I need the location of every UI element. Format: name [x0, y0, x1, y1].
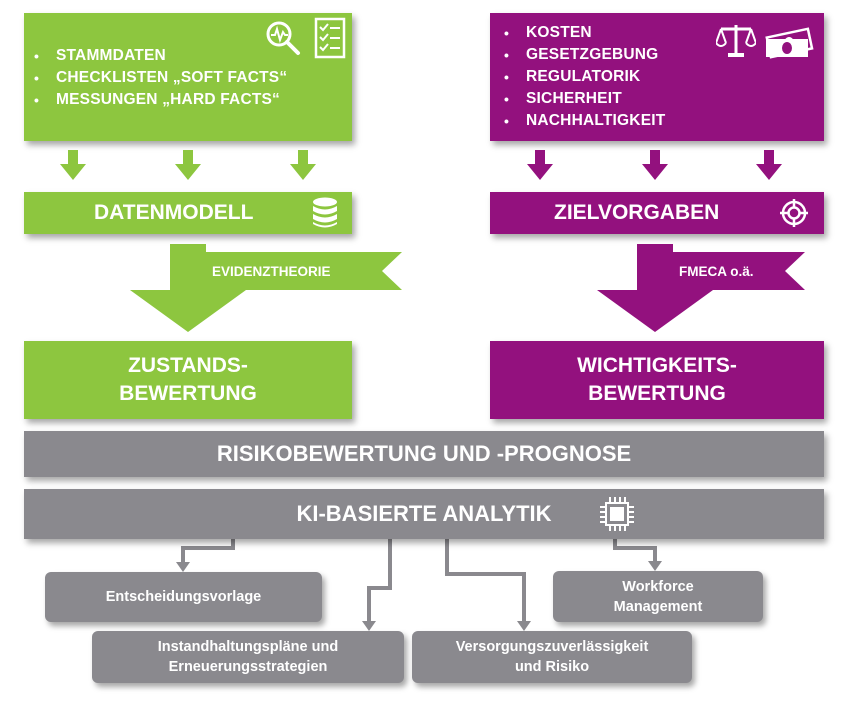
fmeca-big-arrow	[597, 244, 713, 332]
fmeca-tag-shape	[673, 252, 805, 290]
zielvorgaben-label: ZIELVORGABEN	[554, 201, 720, 224]
workforce-line2: Management	[613, 598, 703, 615]
workforce-box: Workforce Management	[553, 571, 763, 622]
list-item: CHECKLISTEN „SOFT FACTS“	[32, 67, 287, 89]
target-icon	[780, 199, 808, 227]
output-arrowheads	[176, 561, 662, 631]
datenmodell-label: DATENMODELL	[94, 201, 254, 224]
list-item: NACHHALTIGKEIT	[502, 110, 665, 132]
list-item: MESSUNGEN „HARD FACTS“	[32, 89, 287, 111]
fmeca-text: FMECA o.ä.	[679, 263, 754, 279]
output-connectors	[181, 538, 657, 622]
inputs-left-box: STAMMDATEN CHECKLISTEN „SOFT FACTS“ MESS…	[24, 13, 352, 141]
inputs-right-list: KOSTEN GESETZGEBUNG REGULATORIK SICHERHE…	[502, 22, 665, 132]
instandhaltung-box: Instandhaltungspläne und Erneuerungsstra…	[92, 631, 404, 683]
list-item: REGULATORIK	[502, 66, 665, 88]
entscheidungsvorlage-box: Entscheidungsvorlage	[45, 572, 322, 622]
versorgung-line1: Versorgungszuverlässigkeit	[455, 639, 649, 655]
fmeca-label: FMECA o.ä.	[679, 252, 754, 290]
workforce-line1: Workforce	[622, 578, 694, 595]
zustand-line2: BEWERTUNG	[119, 382, 257, 405]
risiko-label: RISIKOBEWERTUNG UND -PROGNOSE	[216, 441, 632, 466]
zustandsbewertung-box: ZUSTANDS- BEWERTUNG	[24, 341, 352, 419]
green-down-arrows	[60, 150, 316, 180]
ki-analytik-bar: KI-BASIERTE ANALYTIK	[24, 489, 824, 539]
zielvorgaben-bar: ZIELVORGABEN	[490, 192, 824, 234]
money-icon	[765, 27, 814, 59]
wichtigkeitsbewertung-box: WICHTIGKEITS- BEWERTUNG	[490, 341, 824, 419]
zustand-line1: ZUSTANDS-	[128, 354, 248, 377]
list-item: KOSTEN	[502, 22, 665, 44]
inputs-left-list: STAMMDATEN CHECKLISTEN „SOFT FACTS“ MESS…	[32, 45, 287, 111]
wichtigkeit-line2: BEWERTUNG	[588, 382, 726, 405]
list-item: STAMMDATEN	[32, 45, 287, 67]
versorgung-box: Versorgungszuverlässigkeit und Risiko	[412, 631, 692, 683]
chip-icon	[600, 497, 634, 531]
evidenztheorie-text: EVIDENZTHEORIE	[212, 263, 331, 279]
entscheidungsvorlage-label: Entscheidungsvorlage	[105, 589, 262, 605]
datenmodell-bar: DATENMODELL	[24, 192, 352, 234]
evidenz-tag-shape	[206, 252, 402, 290]
database-icon	[313, 197, 337, 228]
evidenz-big-arrow	[130, 244, 246, 332]
list-item: SICHERHEIT	[502, 88, 665, 110]
ki-label: KI-BASIERTE ANALYTIK	[296, 501, 552, 526]
scales-icon	[716, 25, 756, 57]
instandhaltung-line1: Instandhaltungspläne und	[157, 639, 339, 655]
risikobewertung-bar: RISIKOBEWERTUNG UND -PROGNOSE	[24, 431, 824, 477]
evidenztheorie-label: EVIDENZTHEORIE	[212, 252, 331, 290]
instandhaltung-line2: Erneuerungsstrategien	[168, 659, 328, 675]
purple-down-arrows	[527, 150, 782, 180]
magnifier-chart-icon	[266, 21, 300, 55]
versorgung-line2: und Risiko	[514, 659, 590, 675]
checklist-icon	[314, 17, 346, 59]
wichtigkeit-line1: WICHTIGKEITS-	[577, 354, 737, 377]
list-item: GESETZGEBUNG	[502, 44, 665, 66]
inputs-right-box: KOSTEN GESETZGEBUNG REGULATORIK SICHERHE…	[490, 13, 824, 141]
